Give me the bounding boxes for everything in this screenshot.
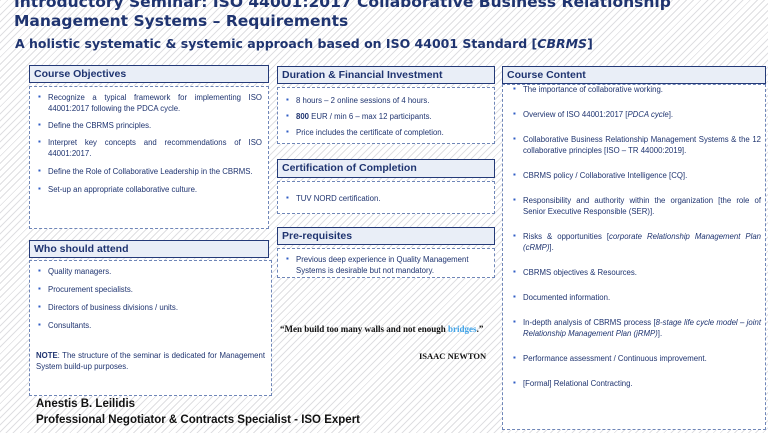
duration-list: 8 hours – 2 online sessions of 4 hours. … — [284, 94, 488, 138]
list-item: Directors of business divisions / units. — [36, 301, 265, 313]
title-line-1: Introductory Seminar: ISO 44001:2017 Col… — [14, 0, 671, 11]
list-item: TUV NORD certification. — [284, 192, 488, 204]
author-role: Professional Negotiator & Contracts Spec… — [36, 414, 360, 426]
list-item: [Formal] Relational Contracting. — [511, 377, 761, 389]
certification-list: TUV NORD certification. — [284, 192, 488, 204]
seminar-title: Introductory Seminar: ISO 44001:2017 Col… — [14, 0, 671, 31]
prereq-heading: Pre-requisites — [277, 227, 495, 245]
prereq-panel: Previous deep experience in Quality Mana… — [277, 248, 495, 278]
duration-panel: 8 hours – 2 online sessions of 4 hours. … — [277, 87, 495, 144]
objectives-panel: Recognize a typical framework for implem… — [29, 86, 269, 229]
list-item: In-depth analysis of CBRMS process [8-st… — [511, 316, 761, 339]
list-item: Procurement specialists. — [36, 283, 265, 295]
list-item: Previous deep experience in Quality Mana… — [284, 253, 488, 276]
price-value: 800 — [296, 112, 310, 121]
attend-note: NOTE: The structure of the seminar is de… — [36, 350, 265, 372]
attend-list: Quality managers. Procurement specialist… — [36, 265, 265, 331]
quote-highlight: bridges — [448, 324, 477, 334]
attend-panel: Quality managers. Procurement specialist… — [29, 260, 272, 396]
list-item: CBRMS objectives & Resources. — [511, 266, 761, 278]
quote-start: “Men build too many walls and not enough — [280, 324, 449, 334]
seminar-subtitle: A holistic systematic & systemic approac… — [15, 36, 593, 51]
list-item: Define the CBRMS principles. — [36, 119, 262, 131]
objectives-heading: Course Objectives — [29, 65, 269, 83]
list-item: Collaborative Business Relationship Mana… — [511, 133, 761, 156]
subtitle-main: A holistic systematic & systemic approac… — [15, 36, 538, 51]
list-item: Responsibility and authority within the … — [511, 194, 761, 217]
content-panel: The importance of collaborative working.… — [502, 84, 766, 430]
list-item: CBRMS policy / Collaborative Intelligenc… — [511, 169, 761, 181]
title-line-2: Management Systems – Requirements — [14, 12, 349, 30]
list-item: Set-up an appropriate collaborative cult… — [36, 183, 262, 195]
price-details: EUR / min 6 – max 12 participants. — [309, 112, 432, 121]
subtitle-end: ] — [587, 36, 593, 51]
content-item-suffix: ]. — [657, 329, 663, 338]
quote-end: .” — [476, 324, 484, 334]
list-item: Price includes the certificate of comple… — [284, 126, 488, 138]
list-item: 8 hours – 2 online sessions of 4 hours. — [284, 94, 488, 106]
list-item: Consultants. — [36, 319, 265, 331]
list-item: Interpret key concepts and recommendatio… — [36, 136, 262, 159]
list-item: The importance of collaborative working. — [511, 85, 761, 95]
list-item: Risks & opportunities [corporate Relatio… — [511, 230, 761, 253]
content-item-prefix: Risks & opportunities [ — [523, 232, 610, 241]
list-item: 800 EUR / min 6 – max 12 participants. — [284, 110, 488, 122]
subtitle-emphasis: CBRMS — [537, 36, 588, 51]
list-item: Recognize a typical framework for implem… — [36, 91, 262, 114]
note-label: NOTE — [36, 351, 58, 360]
author-name: Anestis B. Leilidis — [36, 398, 136, 410]
list-item: Overview of ISO 44001:2017 [PDCA cycle]. — [511, 108, 761, 120]
objectives-list: Recognize a typical framework for implem… — [36, 91, 262, 195]
quote-author: ISAAC NEWTON — [419, 351, 487, 361]
content-item-suffix: ]. — [668, 110, 674, 119]
certification-heading: Certification of Completion — [277, 159, 495, 178]
list-item: Performance assessment / Continuous impr… — [511, 352, 761, 364]
attend-heading: Who should attend — [29, 240, 269, 258]
duration-heading: Duration & Financial Investment — [277, 66, 495, 84]
prereq-list: Previous deep experience in Quality Mana… — [284, 253, 488, 276]
content-item-prefix: Overview of ISO 44001:2017 [ — [523, 110, 628, 119]
content-heading: Course Content — [502, 66, 766, 84]
content-item-emphasis: PDCA cycle — [627, 110, 669, 119]
content-item-emphasis: corporate Relationship Management Plan (… — [523, 232, 761, 252]
list-item: Documented information. — [511, 291, 761, 303]
list-item: Define the Role of Collaborative Leaders… — [36, 165, 262, 177]
list-item: Quality managers. — [36, 265, 265, 277]
certification-panel: TUV NORD certification. — [277, 181, 495, 214]
note-text: : The structure of the seminar is dedica… — [36, 351, 265, 371]
quote-text: “Men build too many walls and not enough… — [280, 324, 483, 334]
content-item-suffix: ]. — [549, 243, 554, 252]
content-list: The importance of collaborative working.… — [511, 85, 761, 389]
content-item-prefix: In-depth analysis of CBRMS process [ — [523, 318, 656, 327]
content-item-emphasis: 8-stage life cycle model – joint Relatio… — [523, 318, 761, 338]
